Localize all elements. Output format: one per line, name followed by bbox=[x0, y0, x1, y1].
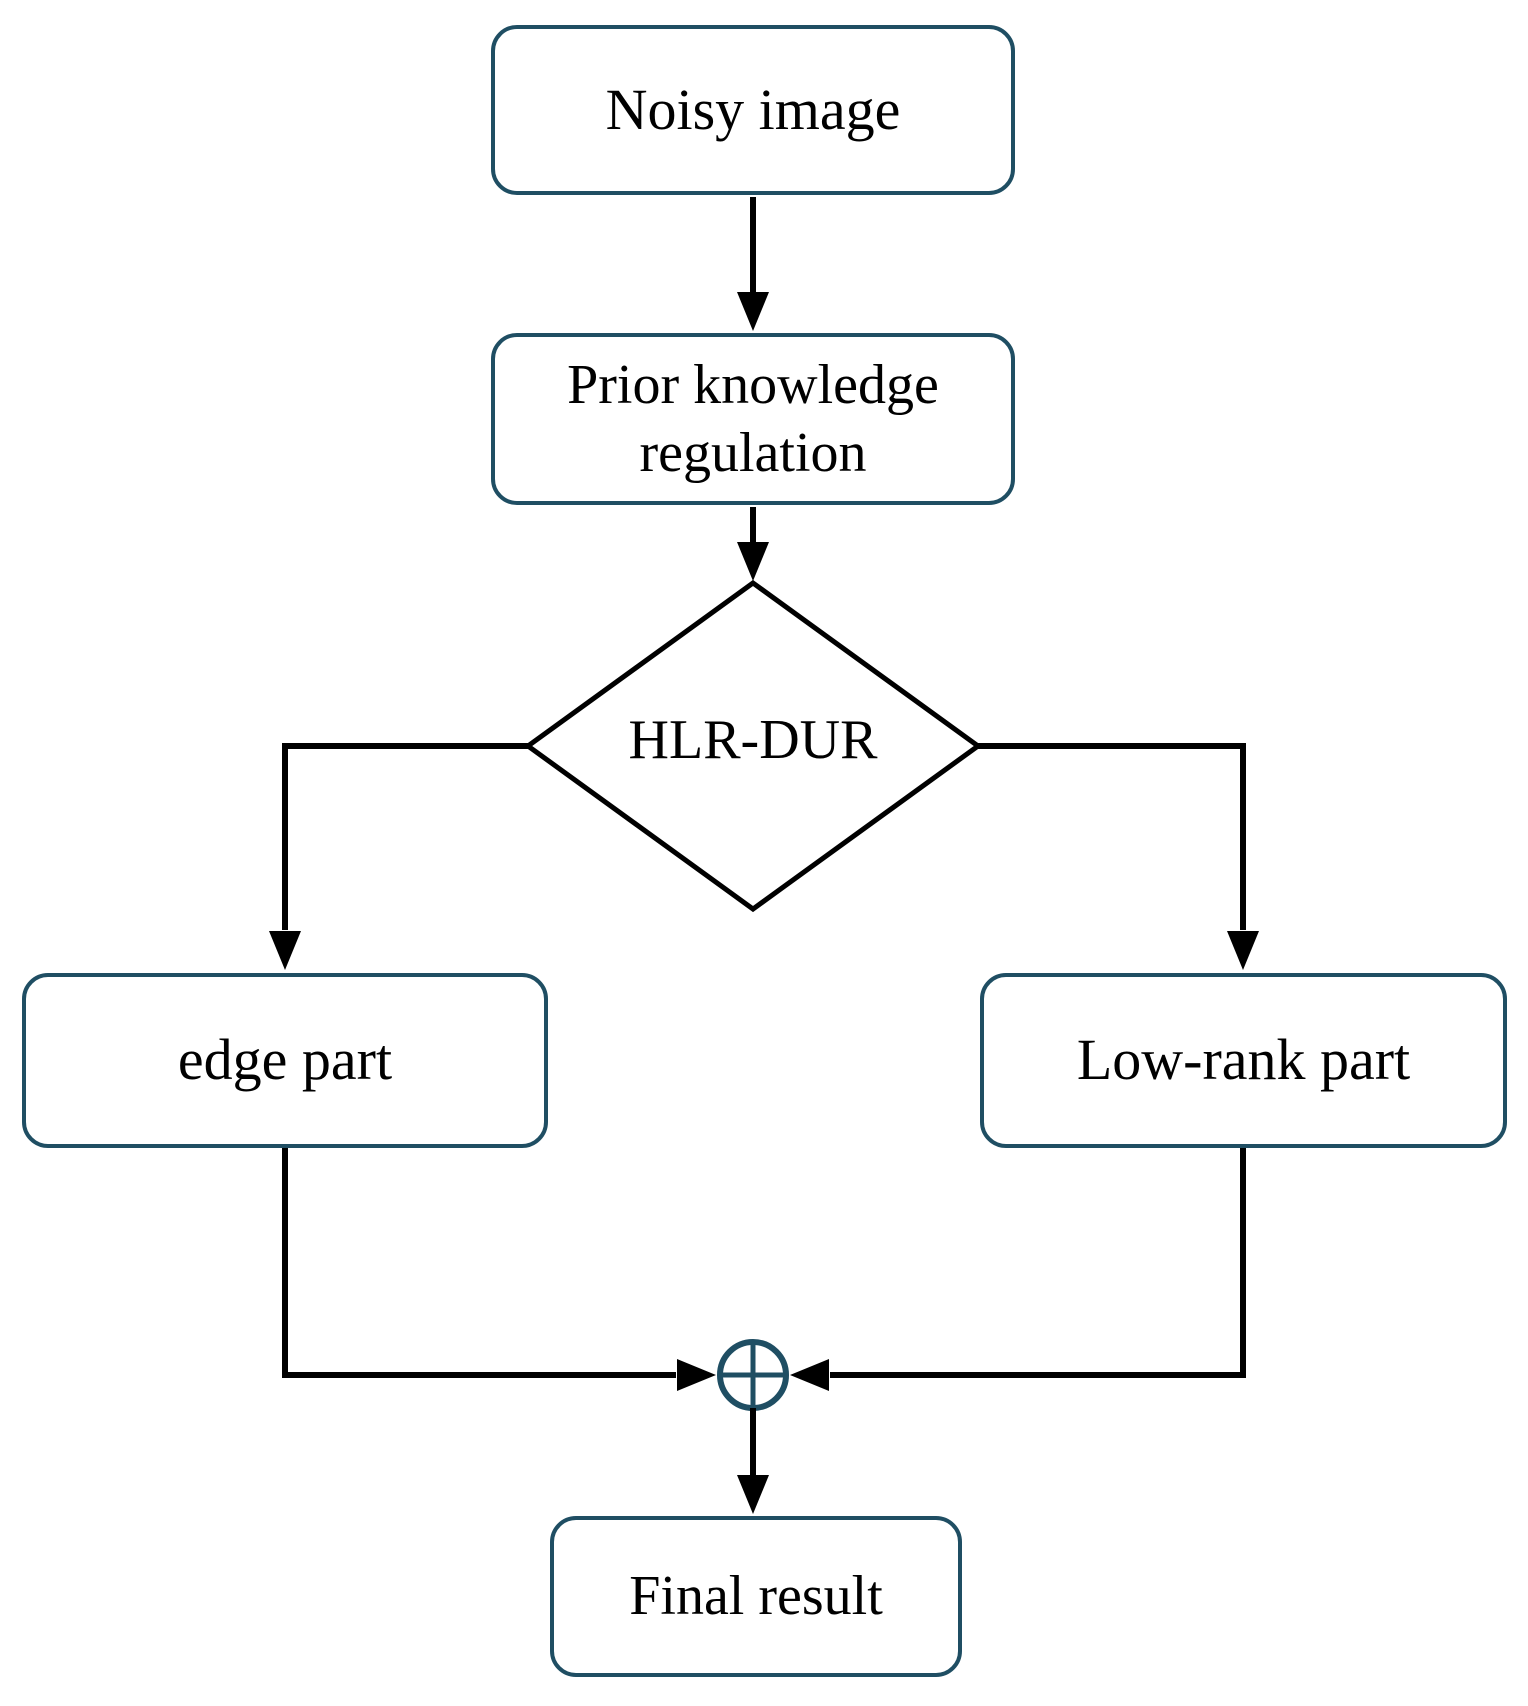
arrow-decision-to-lowrank-head bbox=[1227, 931, 1259, 970]
node-edge-part-label: edge part bbox=[177, 1027, 393, 1093]
node-low-rank-part-label: Low-rank part bbox=[1076, 1027, 1411, 1093]
node-final-result-label: Final result bbox=[629, 1565, 883, 1628]
node-prior-knowledge-regulation-label: Prior knowledge regulation bbox=[567, 353, 939, 484]
node-final-result: Final result bbox=[550, 1516, 962, 1677]
decision-diamond-label: HLR-DUR bbox=[628, 709, 878, 771]
node-noisy-image: Noisy image bbox=[491, 25, 1015, 195]
arrow-edge-to-junction-head bbox=[677, 1359, 716, 1391]
connector-edge-to-junction bbox=[282, 1148, 676, 1378]
arrow-decision-to-edge-head bbox=[269, 931, 301, 970]
connector-decision-to-lowrank bbox=[976, 743, 1246, 930]
arrow-noisy-to-prior-head bbox=[737, 292, 769, 331]
arrow-lowrank-to-junction-head bbox=[790, 1359, 829, 1391]
decision-diamond bbox=[523, 579, 983, 913]
arrow-junction-to-final-head bbox=[737, 1475, 769, 1514]
arrow-prior-to-decision-head bbox=[737, 542, 769, 581]
node-low-rank-part: Low-rank part bbox=[980, 973, 1507, 1148]
node-prior-knowledge-regulation: Prior knowledge regulation bbox=[491, 333, 1015, 505]
node-noisy-image-label: Noisy image bbox=[605, 76, 901, 142]
connector-lowrank-to-junction bbox=[830, 1148, 1246, 1378]
connector-decision-to-edge bbox=[282, 743, 530, 930]
node-edge-part: edge part bbox=[22, 973, 548, 1148]
